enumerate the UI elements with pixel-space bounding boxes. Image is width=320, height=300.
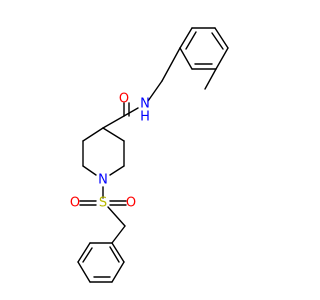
bond (102, 127, 125, 142)
bond (109, 165, 125, 176)
bond (215, 47, 229, 70)
bond (161, 47, 181, 82)
bond (82, 165, 97, 176)
bond (211, 32, 224, 50)
bonds (77, 27, 229, 283)
amide-oxygen-label: O (119, 92, 129, 107)
bond (111, 242, 125, 263)
atom-labels: O N H N S O O (70, 92, 150, 211)
bond (77, 242, 91, 263)
bond (214, 27, 229, 49)
bond (109, 246, 120, 263)
bond (123, 107, 139, 117)
bond (82, 247, 93, 263)
bond (77, 261, 91, 283)
bond (107, 206, 126, 227)
sulfonyl-oxygen-left-label: O (70, 196, 80, 211)
molecule-canvas: O N H N S O O (70, 27, 229, 283)
amide-nitrogen-label: N (140, 97, 150, 112)
bond (204, 68, 217, 90)
bond (111, 261, 125, 283)
bond (185, 31, 197, 50)
ring-nitrogen-label: N (98, 173, 108, 188)
bond (82, 127, 104, 142)
bond (179, 27, 193, 49)
sulfonyl-oxygen-right-label: O (126, 196, 136, 211)
bond (102, 115, 125, 129)
bond (111, 225, 126, 244)
bond (147, 80, 163, 102)
sulfur-label: S (99, 196, 107, 211)
amide-hydrogen-label: H (140, 110, 150, 125)
bond (179, 47, 193, 70)
structure-diagram: O N H N S O O (70, 27, 229, 283)
